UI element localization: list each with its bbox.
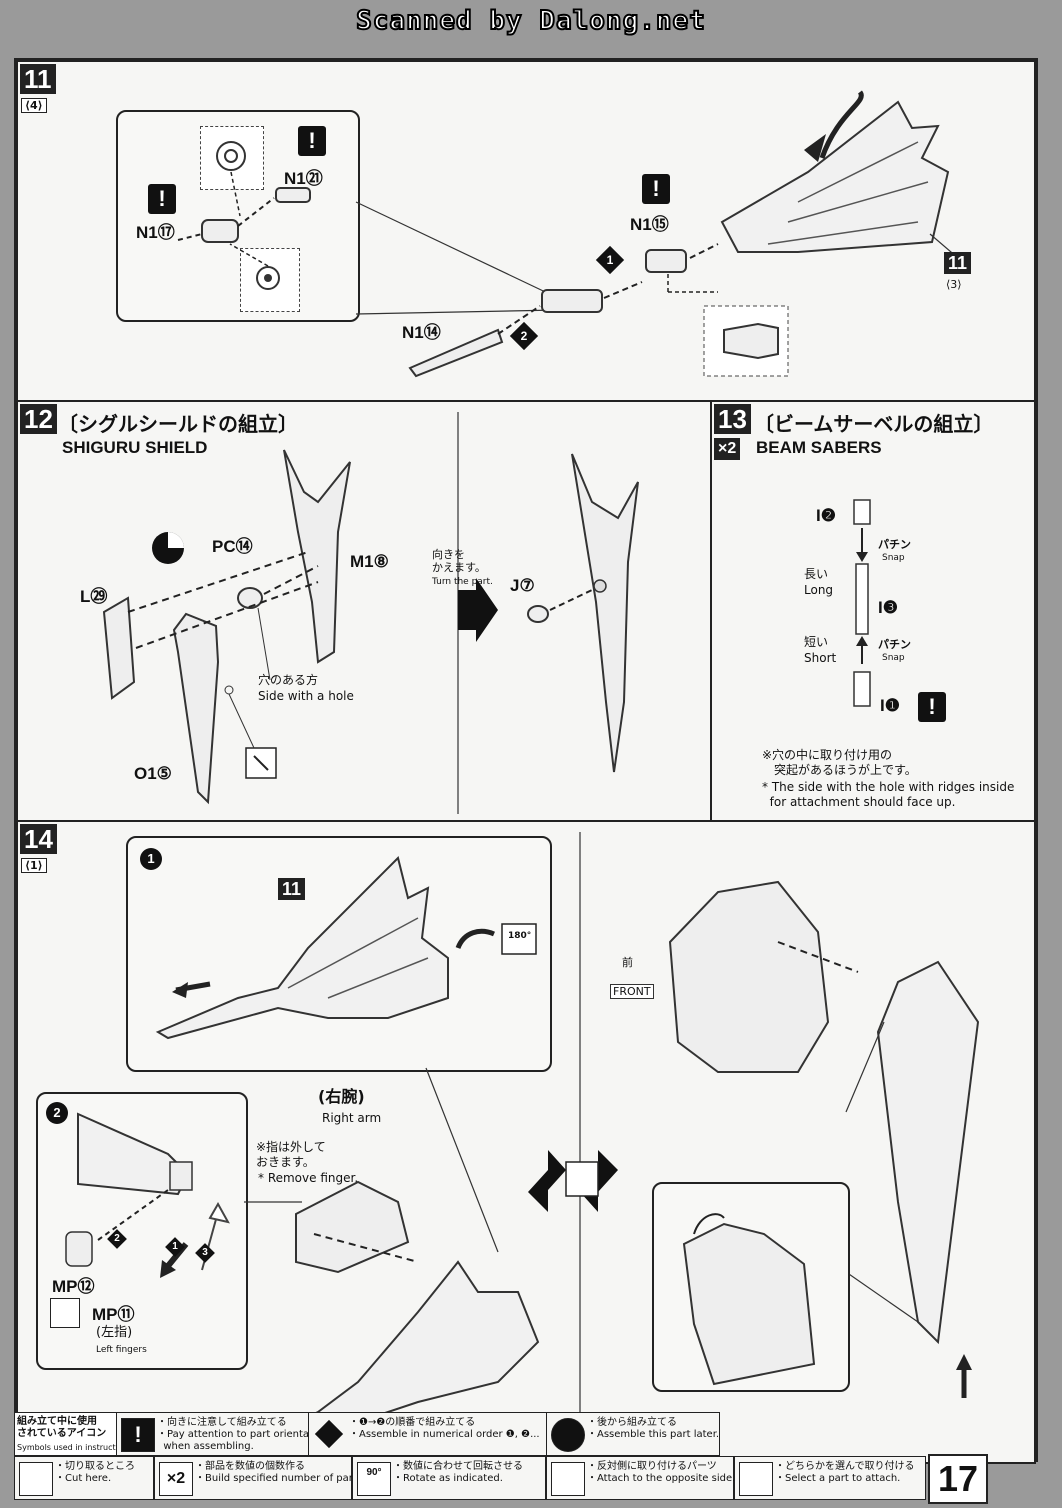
- legend-item-select: ・どちらかを選んで取り付ける・Select a part to attach.: [734, 1456, 926, 1500]
- rotate-icon: 90°: [357, 1462, 391, 1496]
- legend-header-en: Symbols used in instructions: [17, 1443, 132, 1452]
- sub-step-ref-number: 11: [278, 878, 306, 900]
- legend-item-order: ・❶→❷の順番で組み立てる・Assemble in numerical orde…: [308, 1412, 548, 1456]
- part-label: PC⑭: [212, 537, 253, 556]
- select-icon: [739, 1462, 773, 1496]
- part-label: I❷: [816, 506, 836, 525]
- part-label: O1⑤: [134, 764, 172, 783]
- attention-icon: !: [298, 126, 326, 156]
- hole-label-jp: 穴のある方: [258, 673, 319, 687]
- legend-header: 組み立て中に使用 されているアイコン Symbols used in instr…: [14, 1412, 132, 1456]
- sub-step-1-inset: 1 11 180°: [126, 836, 552, 1072]
- part-label: M1⑧: [350, 552, 389, 571]
- short-label-en: Short: [804, 651, 837, 665]
- left-fingers-label-en: Left fingers: [96, 1345, 147, 1355]
- scan-credit: Scanned by Dalong.net: [355, 5, 706, 37]
- sub-step-ref: ⟨3⟩: [946, 278, 962, 291]
- snap-label-en: Snap: [882, 653, 905, 663]
- step-14-panel: 14 ⟨1⟩ 1 11 180° 前 FRONT 2: [16, 820, 1036, 1464]
- part-label: N1⑮: [630, 215, 669, 234]
- cut-icon: [19, 1462, 53, 1496]
- step-title-en: BEAM SABERS: [756, 438, 882, 457]
- order-marker: 2: [509, 321, 539, 351]
- snap-label-en: Snap: [882, 553, 905, 563]
- legend-item-later: ・後から組み立てる・Assemble this part later.: [546, 1412, 720, 1456]
- legend-item-attention: ! ・向きに注意して組み立てる・Pay attention to part or…: [116, 1412, 328, 1456]
- later-icon: [551, 1418, 585, 1452]
- rotate-label: 180°: [508, 931, 532, 941]
- part-label: MP⑫: [52, 1277, 95, 1296]
- legend-item-cut: ・切り取るところ・Cut here.: [14, 1456, 154, 1500]
- left-fingers-label-jp: (左指): [96, 1325, 133, 1340]
- hole-label-en: Side with a hole: [258, 689, 354, 703]
- long-label-en: Long: [804, 583, 834, 597]
- peg-drawing: [177, 141, 311, 290]
- front-label-en: FRONT: [610, 984, 654, 999]
- sub-step-ref-number: 11: [944, 252, 972, 274]
- step-12-panel: 12 〔シグルシールドの組立〕 SHIGURU SHIELD PC⑭: [16, 400, 714, 824]
- turn-label-en: Turn the part.: [432, 577, 493, 587]
- detail-inset-hand: [652, 1182, 850, 1392]
- order-marker: 1: [595, 245, 625, 275]
- step-11-drawing: [355, 90, 959, 378]
- note-en: * The side with the hole with ridges ins…: [762, 780, 1015, 809]
- step-12-drawing: [102, 412, 639, 814]
- legend-item-opposite: ・反対側に取り付けるパーツ・Attach to the opposite sid…: [546, 1456, 735, 1500]
- part-label: N1⑰: [136, 223, 175, 242]
- long-label-jp: 長い: [804, 567, 829, 581]
- sub-step-marker: 1: [140, 848, 162, 870]
- instruction-sheet: 11 ⟨4⟩ ! N1㉑ ! N1⑰: [14, 58, 1038, 1464]
- step-14-drawing: [221, 832, 980, 1459]
- legend-item-multiply: ×2 ・部品を数値の個数作る・Build specified number of…: [154, 1456, 365, 1500]
- opposite-side-icon: [50, 1298, 80, 1328]
- step-title-jp: 〔シグルシールドの組立〕: [58, 412, 298, 436]
- part-label: L㉙: [80, 587, 108, 606]
- sub-step-marker: 2: [46, 1102, 68, 1124]
- right-arm-label-jp: (右腕): [318, 1087, 365, 1106]
- detail-inset: ! N1㉑ ! N1⑰: [116, 110, 360, 322]
- multiply-icon: ×2: [159, 1462, 193, 1496]
- note-jp: ※穴の中に取り付け用の 突起があるほうが上です。: [762, 748, 917, 777]
- step-11-panel: 11 ⟨4⟩ ! N1㉑ ! N1⑰: [16, 60, 1036, 404]
- front-label-jp: 前: [622, 956, 633, 969]
- step-ref: ⟨4⟩: [21, 98, 47, 113]
- attention-icon: !: [918, 692, 946, 722]
- snap-label-jp: パチン: [878, 638, 911, 651]
- step-number: 14: [20, 824, 57, 854]
- part-label: I❶: [880, 696, 900, 715]
- legend-item-rotate: 90° ・数値に合わせて回転させる・Rotate as indicated.: [352, 1456, 546, 1500]
- part-label: N1⑭: [402, 323, 441, 342]
- short-label-jp: 短い: [804, 635, 829, 649]
- order-icon: [313, 1418, 345, 1450]
- snap-label-jp: パチン: [878, 538, 911, 551]
- step-13-drawing: [853, 499, 871, 707]
- step-number: 11: [20, 64, 56, 94]
- part-label: J⑦: [510, 576, 535, 595]
- opposite-side-icon: [551, 1462, 585, 1496]
- step-title-en: SHIGURU SHIELD: [62, 438, 208, 457]
- legend-header-jp: 組み立て中に使用 されているアイコン: [17, 1416, 107, 1439]
- turn-label-jp: 向きを かえます。: [432, 548, 486, 574]
- multiplier-icon: ×2: [714, 438, 741, 460]
- part-label: I❸: [878, 598, 898, 617]
- page-number: 17: [928, 1454, 988, 1504]
- attention-icon: !: [121, 1418, 155, 1452]
- step-number: 13: [714, 404, 751, 434]
- attention-icon: !: [148, 184, 176, 214]
- finger-note-jp: ※指は外して おきます。: [256, 1140, 326, 1169]
- part-label: N1㉑: [284, 169, 323, 188]
- hand-detail-drawing: [682, 1213, 816, 1386]
- step-ref: ⟨1⟩: [21, 858, 47, 873]
- right-arm-label-en: Right arm: [322, 1111, 382, 1125]
- finger-note-en: * Remove finger.: [258, 1171, 359, 1185]
- step-number: 12: [20, 404, 57, 434]
- step-title-jp: 〔ビームサーベルの組立〕: [754, 412, 994, 436]
- sub-step-2-inset: 2 2 1 3 MP⑫ MP⑪ (左指) Left fingers: [36, 1092, 248, 1370]
- sub-step-1-drawing: [155, 856, 537, 1040]
- part-label: MP⑪: [92, 1305, 135, 1324]
- step-13-panel: 13 ×2 〔ビームサーベルの組立〕 BEAM SABERS I❷ I❸ I❶ …: [710, 400, 1036, 824]
- attention-icon: !: [642, 174, 670, 204]
